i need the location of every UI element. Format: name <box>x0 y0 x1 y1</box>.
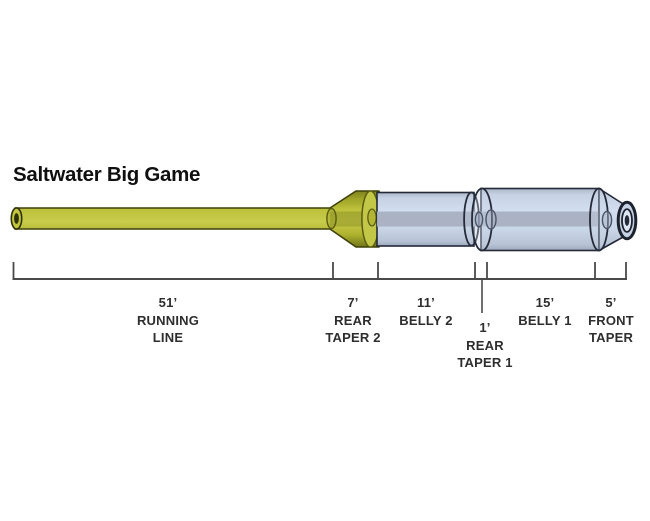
section-length: 5’ <box>605 295 617 310</box>
section-name-line: RUNNING <box>136 312 200 328</box>
front-taper-shape <box>589 187 638 252</box>
section-length: 11’ <box>417 295 435 310</box>
section-label-rear-taper-1: 1’ REAR TAPER 1 <box>457 319 512 372</box>
line-tip <box>616 200 638 241</box>
section-name-line: TAPER 2 <box>325 330 381 345</box>
section-label-rear-taper-2: 7’ REAR TAPER 2 <box>325 294 380 347</box>
section-length: 15’ <box>535 295 555 310</box>
section-name-line: TAPER <box>588 330 634 345</box>
section-name-line: REAR <box>466 337 504 353</box>
section-name-line: LINE <box>152 330 184 345</box>
running-line-shape <box>10 190 380 248</box>
core-line <box>377 211 631 227</box>
section-length: 7’ <box>347 295 359 310</box>
section-name-line: FRONT <box>588 312 634 328</box>
section-label-front-taper: 5’ FRONT TAPER <box>588 294 634 347</box>
section-length: 51’ <box>158 295 178 310</box>
line-end-hole <box>14 213 19 224</box>
section-name-line: BELLY 1 <box>518 312 572 328</box>
section-label-belly-1: 15’ BELLY 1 <box>518 294 571 329</box>
section-length: 1’ <box>479 320 491 335</box>
section-label-belly-2: 11’ BELLY 2 <box>399 294 452 329</box>
page-title: Saltwater Big Game <box>13 163 201 186</box>
scale-ticks <box>12 262 627 279</box>
rear-taper-2-shape <box>361 190 380 248</box>
section-name-line: REAR <box>334 312 372 328</box>
section-name-line: BELLY 2 <box>399 312 453 328</box>
scale-bar <box>12 262 627 313</box>
section-label-running-line: 51’ RUNNING LINE <box>137 294 199 347</box>
section-name-line: TAPER 1 <box>457 355 513 370</box>
rear-taper-1-shape <box>463 187 497 252</box>
